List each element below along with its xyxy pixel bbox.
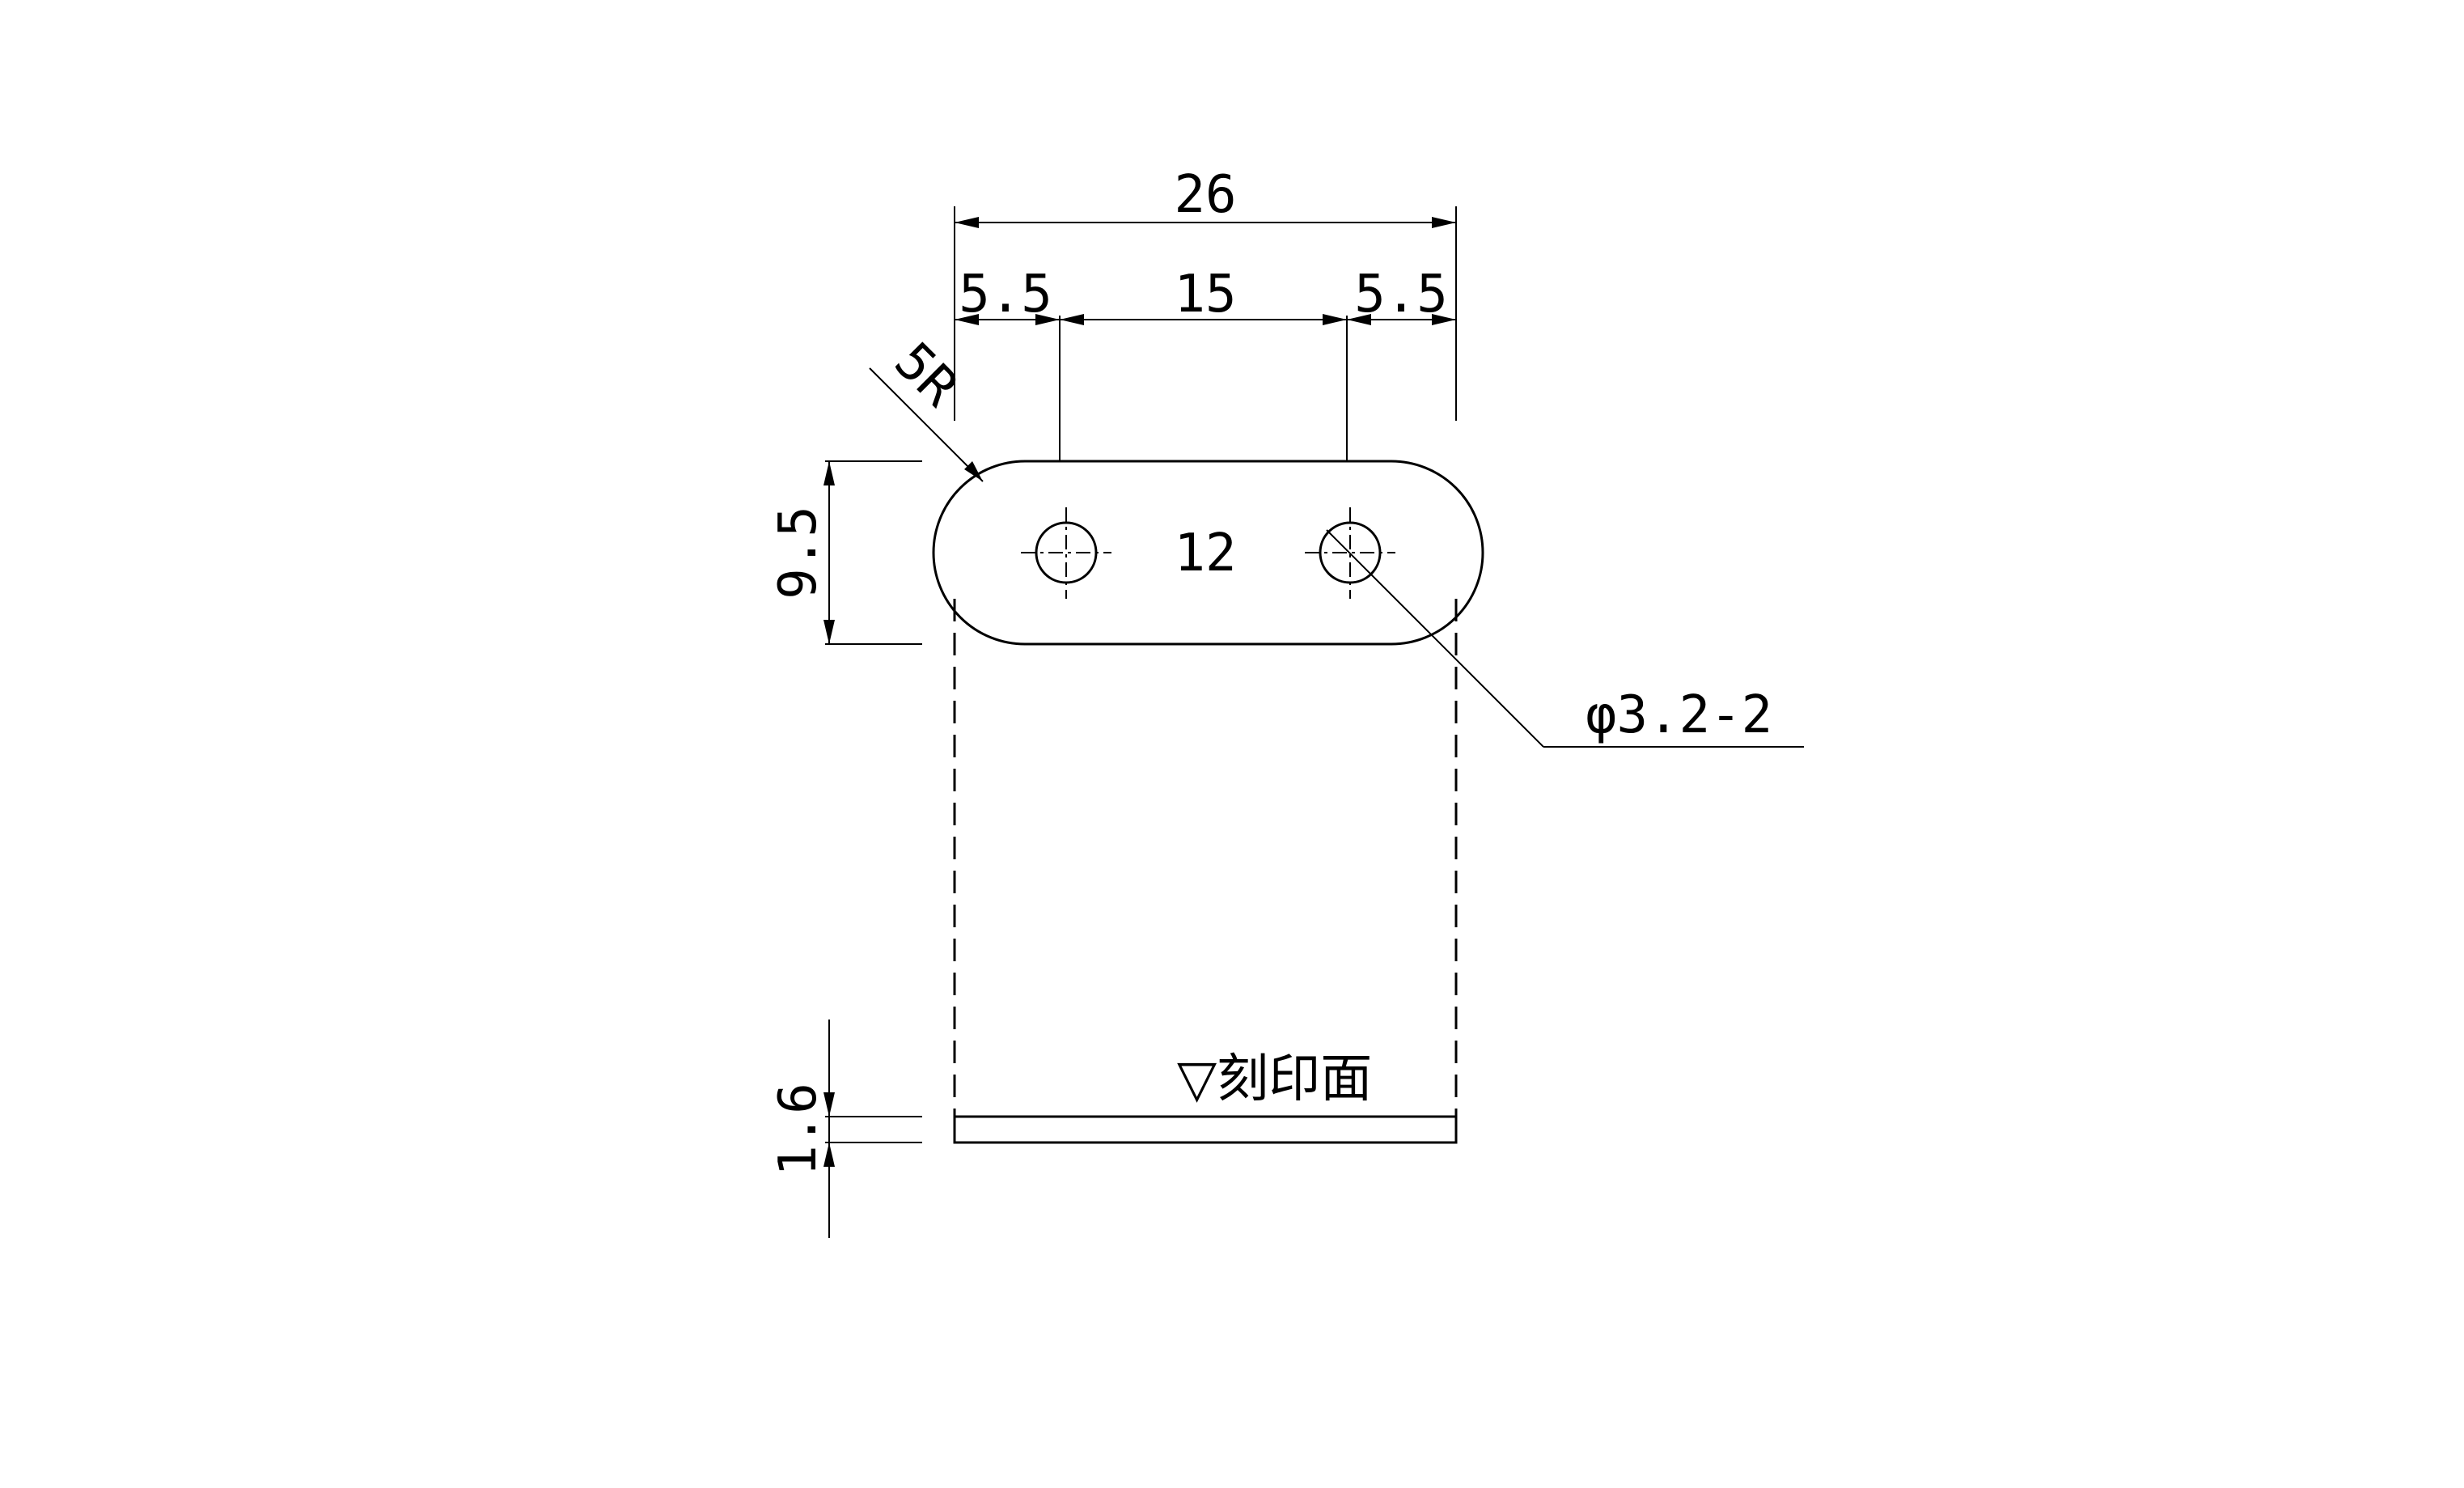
arrow-26-right [1432, 217, 1456, 228]
dim-text-9-5: 9.5 [768, 506, 828, 600]
dim-text-15: 15 [1174, 265, 1236, 324]
side-view [953, 1115, 1458, 1144]
part-label: 12 [1174, 524, 1236, 583]
arrow-55r-right [1432, 314, 1456, 325]
dim-hole-positions: 5.5 15 5.5 [955, 265, 1456, 461]
dim-text-26: 26 [1174, 165, 1236, 225]
top-view [932, 460, 1484, 646]
arrow-55r-left [1347, 314, 1371, 325]
leader-hole [1326, 529, 1544, 748]
dim-overall-width: 26 [954, 165, 1457, 421]
arrow-55l-left [955, 314, 979, 325]
arrow-26-left [955, 217, 979, 228]
arrow-15-right [1323, 314, 1347, 325]
arrow-15-left [1060, 314, 1084, 325]
dim-height: 9.5 [768, 460, 922, 645]
dim-text-1-6: 1.6 [768, 1083, 828, 1176]
arrow-5r [964, 461, 983, 481]
arrow-95-bottom [823, 620, 835, 644]
hole-callout-text: φ3.2-2 [1586, 685, 1772, 745]
arrow-95-top [823, 461, 835, 485]
plate-side-outline [953, 1115, 1458, 1144]
leader-5r [869, 367, 984, 482]
arrow-16-bottom [823, 1142, 835, 1167]
dim-corner-radius: 5R [869, 332, 984, 482]
arrow-55l-right [1035, 314, 1060, 325]
dim-text-5-5-right: 5.5 [1354, 265, 1448, 324]
dim-text-5-5-left: 5.5 [959, 265, 1052, 324]
projection-lines [953, 599, 1458, 1117]
stamp-surface-note: ▽刻印面 [1177, 1049, 1372, 1109]
hole-callout: φ3.2-2 [1326, 529, 1804, 748]
plate-outline [932, 460, 1484, 646]
dim-thickness: 1.6 [768, 1020, 922, 1238]
dim-text-5r: 5R [883, 332, 969, 418]
arrow-16-top [823, 1092, 835, 1117]
